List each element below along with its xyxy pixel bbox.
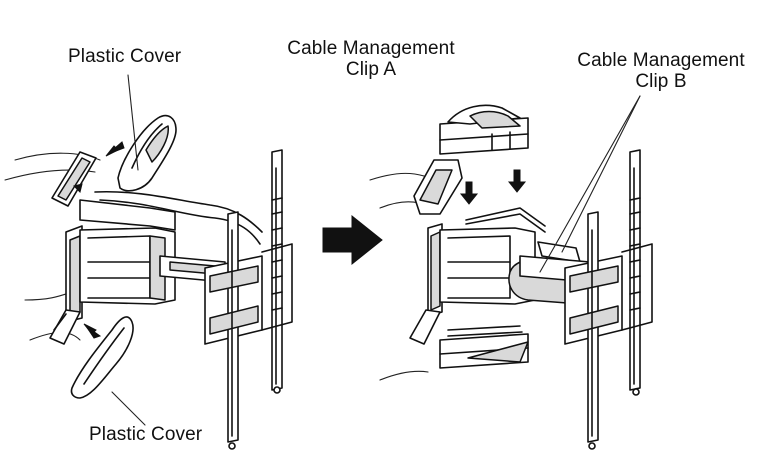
down-arrow-icon [459, 181, 479, 205]
leader-line [561, 95, 641, 253]
clip-a-part [439, 104, 529, 155]
leader-line [111, 391, 146, 426]
label-line: Cable Management [577, 50, 745, 71]
down-arrow-icon [83, 323, 102, 339]
clip-bottom-part [439, 325, 529, 369]
leader-line [127, 74, 139, 171]
plastic-cover-bottom-label: Plastic Cover [89, 424, 203, 445]
left-mount-figure [4, 114, 293, 450]
plastic-cover-top-label: Plastic Cover [68, 46, 182, 67]
right-arrow-icon [322, 214, 383, 266]
leader-line [539, 95, 641, 273]
down-arrow-icon [507, 169, 527, 193]
down-arrow-icon [105, 141, 125, 157]
label-line: Clip B [635, 71, 687, 92]
right-mount-figure [369, 104, 653, 450]
label-line: Cable Management [287, 38, 455, 59]
label-line: Clip A [345, 59, 397, 80]
